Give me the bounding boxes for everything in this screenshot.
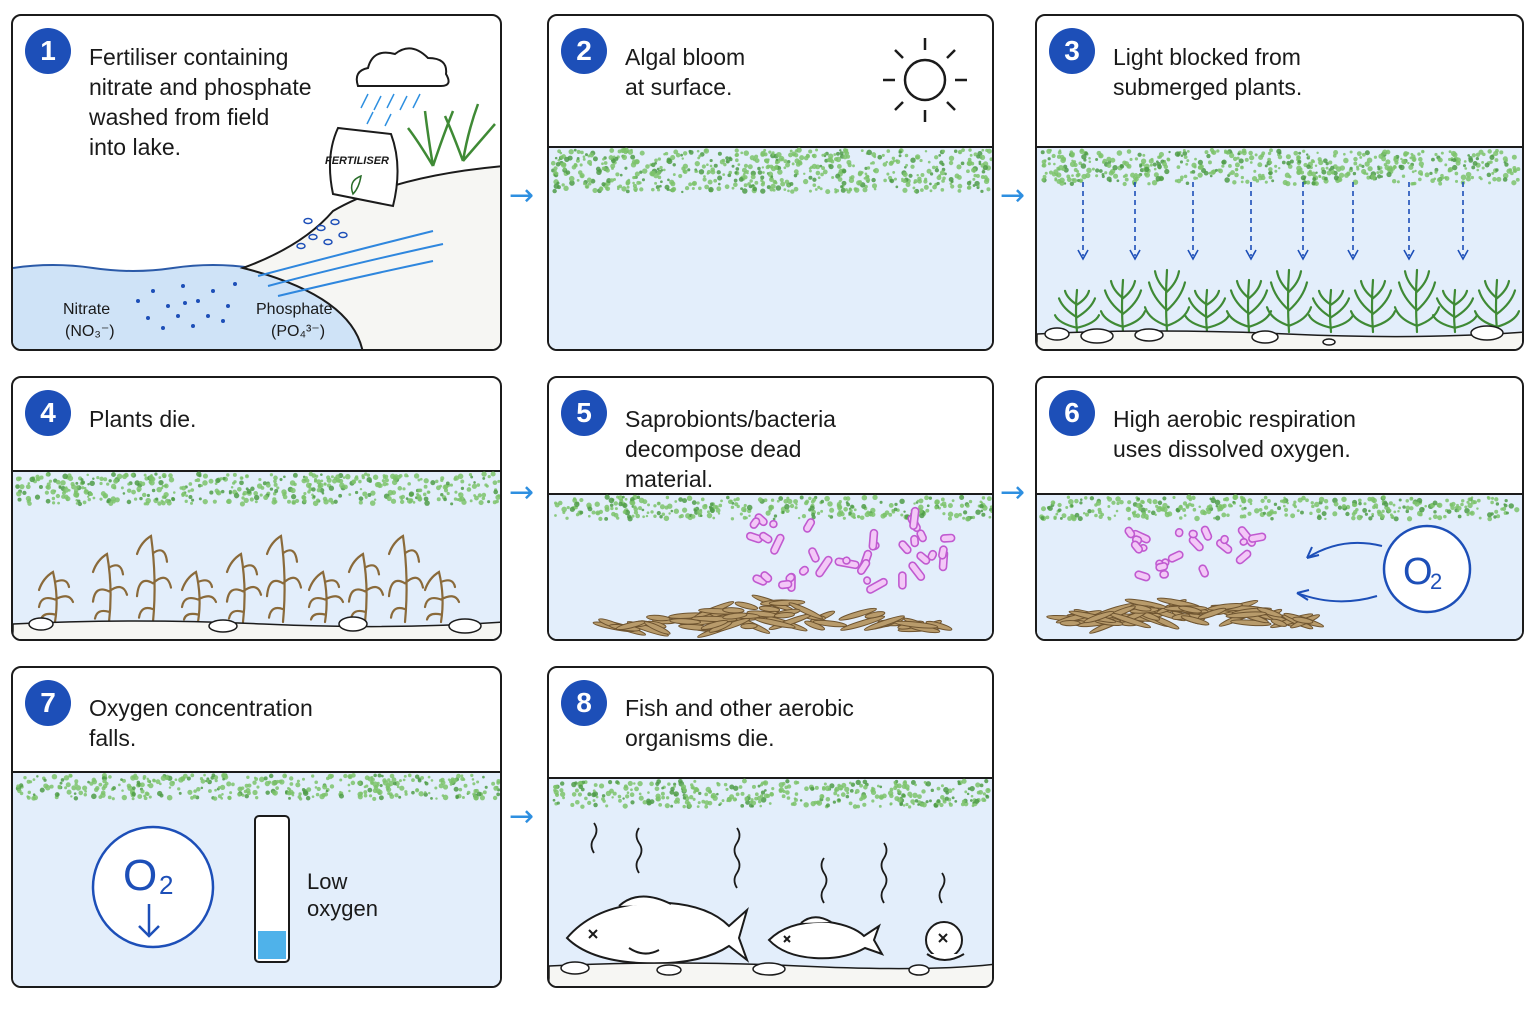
oxygen-icon bbox=[91, 825, 215, 949]
algae-dots bbox=[15, 471, 500, 507]
fertiliser-pellets bbox=[296, 217, 348, 250]
step-8-caption: Fish and other aerobic organisms die. bbox=[625, 695, 854, 751]
phosphate-formula: (PO₄³⁻) bbox=[271, 323, 325, 340]
dead-plants bbox=[37, 534, 461, 624]
step-1-caption: Fertiliser containing nitrate and phosph… bbox=[89, 44, 312, 160]
step-8-panel: 8 Fish and other aerobic organisms die. bbox=[547, 666, 994, 988]
step-5-badge: 5 bbox=[561, 390, 607, 436]
oxygen-icon bbox=[1382, 524, 1472, 614]
step-3-caption: Light blocked from submerged plants. bbox=[1113, 44, 1303, 100]
fish-die-scene bbox=[549, 777, 992, 986]
step-1-badge: 1 bbox=[25, 28, 71, 74]
ion-dots bbox=[136, 282, 237, 330]
dead-snail-icon bbox=[925, 921, 965, 961]
low-oxygen-label-1: Low bbox=[307, 869, 347, 894]
step-6-badge: 6 bbox=[1049, 390, 1095, 436]
step-7-panel: O 2 Low oxygen 7 Oxygen concentration fa… bbox=[11, 666, 502, 988]
dead-material-pile bbox=[592, 594, 953, 638]
algae-dots bbox=[1039, 494, 1520, 522]
crop-plant-icon bbox=[407, 103, 496, 167]
oxygen-falls-scene: O 2 Low oxygen bbox=[13, 771, 500, 986]
bacteria-cluster bbox=[745, 506, 956, 594]
low-oxygen-label-2: oxygen bbox=[307, 896, 378, 921]
dead-fish-icon bbox=[767, 916, 885, 960]
oxygen-symbol: O bbox=[1403, 551, 1433, 593]
step-1-panel: FERTILISER bbox=[11, 14, 502, 351]
oxygen-gauge-level bbox=[258, 931, 286, 959]
flow-arrow-4-5: → bbox=[509, 475, 535, 510]
step-2-panel: 2 Algal bloom at surface. bbox=[547, 14, 994, 351]
step-2-badge: 2 bbox=[561, 28, 607, 74]
step-5-panel: 5 Saprobionts/bacteria decompose dead ma… bbox=[547, 376, 994, 641]
plants-die-scene bbox=[13, 470, 500, 639]
step-6-panel: O 2 6 High aerobic respiration uses diss… bbox=[1035, 376, 1524, 641]
fertiliser-bag-icon bbox=[329, 126, 399, 208]
algae-dots bbox=[550, 147, 992, 195]
algae-dots bbox=[15, 772, 500, 801]
light-blocked-scene bbox=[1037, 146, 1522, 349]
fertiliser-bag-label: FERTILISER bbox=[325, 155, 389, 167]
flow-arrow-2-3: → bbox=[1000, 178, 1026, 213]
flow-arrow-5-6: → bbox=[1000, 475, 1026, 510]
step-4-panel: 4 Plants die. bbox=[11, 376, 502, 641]
oxygen-gauge bbox=[254, 815, 290, 963]
sun-icon bbox=[883, 38, 967, 122]
phosphate-label: Phosphate bbox=[256, 301, 333, 318]
algae-dots bbox=[554, 494, 992, 522]
algae-dots bbox=[552, 778, 991, 809]
oxygen-subscript: 2 bbox=[1430, 569, 1442, 594]
nitrate-formula: (NO₃⁻) bbox=[65, 323, 115, 340]
oxygen-subscript: 2 bbox=[159, 870, 173, 900]
dead-material-pile bbox=[1046, 597, 1325, 634]
arrow-down-icon bbox=[138, 904, 160, 938]
step-6-caption: High aerobic respiration uses dissolved … bbox=[1113, 406, 1356, 462]
respiration-scene: O 2 bbox=[1037, 493, 1522, 639]
blocked-light-arrows bbox=[1077, 182, 1469, 261]
dead-fish-icon bbox=[565, 895, 750, 965]
step-8-badge: 8 bbox=[561, 680, 607, 726]
runoff-scene: FERTILISER bbox=[13, 47, 500, 349]
nitrate-label: Nitrate bbox=[63, 301, 110, 318]
flow-arrow-7-8: → bbox=[509, 799, 535, 834]
submerged-plants bbox=[1053, 268, 1521, 334]
step-4-badge: 4 bbox=[25, 390, 71, 436]
step-7-caption: Oxygen concentration falls. bbox=[89, 695, 313, 751]
step-7-badge: 7 bbox=[25, 680, 71, 726]
step-2-caption: Algal bloom at surface. bbox=[625, 44, 746, 100]
bloom-scene bbox=[549, 38, 992, 349]
step-3-panel: 3 Light blocked from submerged plants. bbox=[1035, 14, 1524, 351]
oxygen-consumption-arrows bbox=[1296, 541, 1383, 603]
step-5-caption: Saprobionts/bacteria decompose dead mate… bbox=[625, 406, 836, 492]
flow-arrow-1-2: → bbox=[509, 178, 535, 213]
cloud-icon bbox=[355, 47, 450, 127]
oxygen-symbol: O bbox=[123, 851, 157, 900]
step-3-badge: 3 bbox=[1049, 28, 1095, 74]
decomposition-scene bbox=[549, 493, 992, 639]
algae-dots bbox=[1040, 147, 1521, 187]
odour-lines bbox=[590, 822, 946, 904]
step-4-caption: Plants die. bbox=[89, 406, 197, 432]
bacteria-cluster bbox=[1124, 525, 1267, 582]
